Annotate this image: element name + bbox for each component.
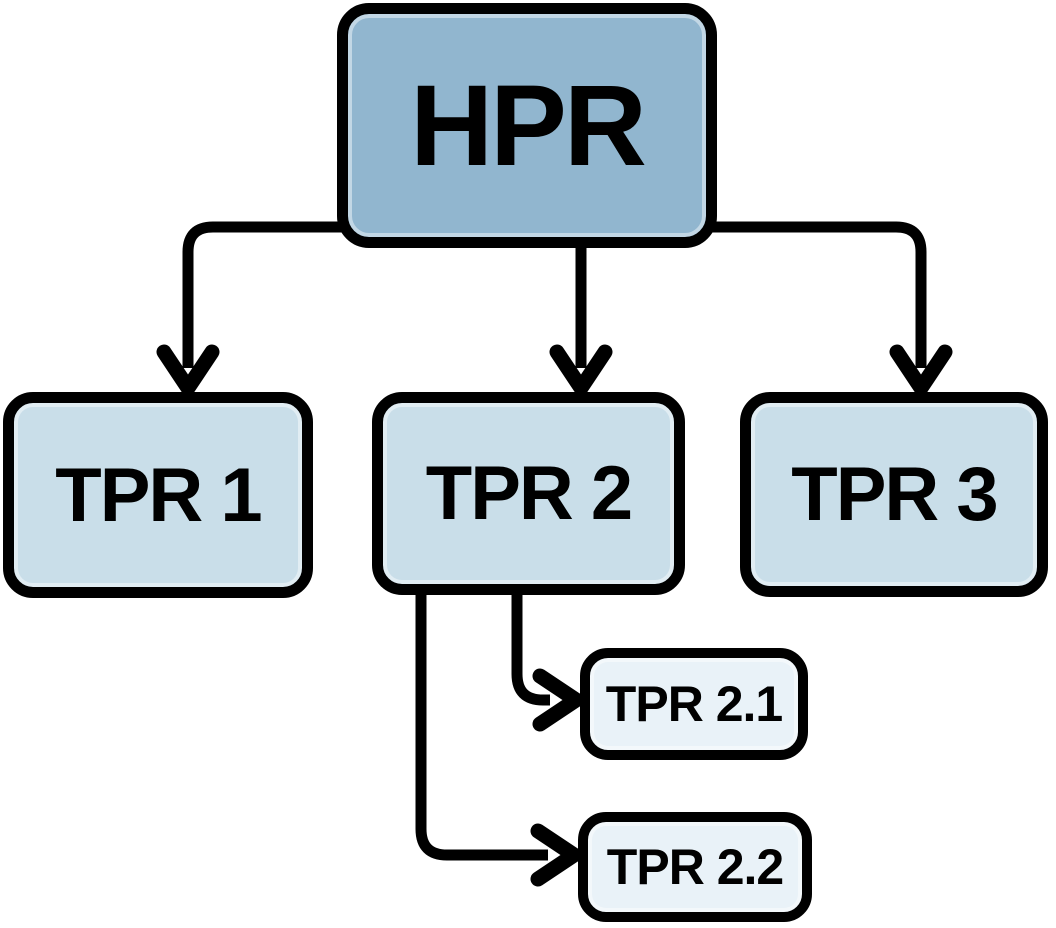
edge-hpr-tpr1: [182, 221, 420, 368]
arrowhead-right-tpr22: [530, 823, 582, 887]
node-tpr22: TPR 2.2: [578, 812, 812, 922]
arrowhead-down-tpr3: [889, 344, 953, 396]
node-tpr21-label: TPR 2.1: [605, 676, 783, 732]
edge-hpr-tpr3: [640, 221, 927, 368]
edge-tpr2-tpr21: [511, 590, 550, 706]
edge-tpr2-tpr22: [415, 590, 548, 861]
node-tpr2-label: TPR 2: [425, 451, 633, 536]
node-tpr22-label: TPR 2.2: [606, 839, 784, 895]
node-tpr3-label: TPR 3: [791, 452, 998, 537]
arrowhead-down-tpr2: [549, 344, 613, 396]
arrowhead-right-tpr21: [532, 668, 584, 732]
arrowhead-down-tpr1: [156, 344, 220, 396]
node-tpr1-label: TPR 1: [55, 452, 262, 538]
node-tpr3: TPR 3: [740, 392, 1048, 597]
node-tpr2: TPR 2: [372, 392, 685, 595]
node-hpr: HPR: [337, 3, 717, 248]
node-tpr1: TPR 1: [3, 392, 313, 598]
node-tpr21: TPR 2.1: [580, 648, 808, 760]
node-hpr-label: HPR: [410, 61, 647, 190]
